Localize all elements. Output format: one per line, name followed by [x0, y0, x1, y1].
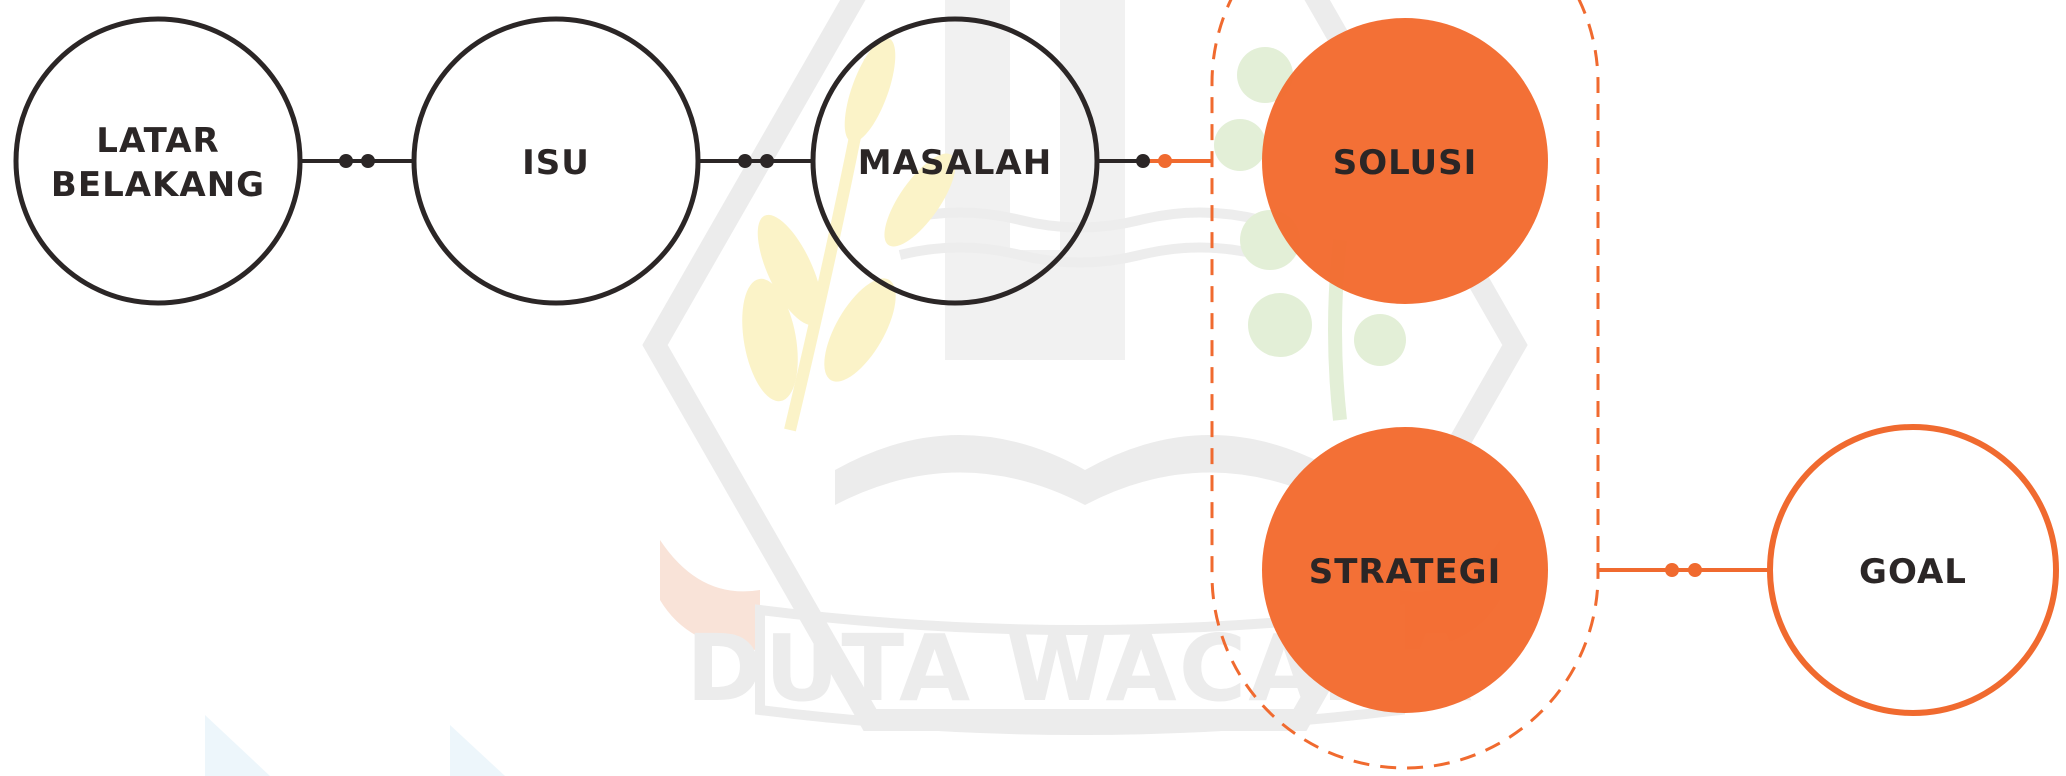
connector-masalah-solusi	[1099, 154, 1212, 168]
connector-strategi-goal	[1598, 563, 1770, 577]
connector-dot	[361, 154, 375, 168]
connector-isu-masalah	[700, 154, 812, 168]
node-masalah-label: MASALAH	[858, 143, 1052, 183]
node-latar-belakang: LATAR BELAKANG	[13, 16, 303, 306]
watermark-left-branch	[742, 37, 956, 432]
node-latar-belakang-label-line2: BELAKANG	[51, 165, 265, 205]
node-isu-label: ISU	[522, 143, 590, 183]
watermark-bottom-shapes	[205, 715, 505, 776]
watermark-emblem: DUTA WACANA	[205, 0, 1528, 776]
connector-dot	[1688, 563, 1702, 577]
node-masalah: MASALAH	[810, 16, 1100, 306]
node-latar-belakang-label-line1: LATAR	[96, 121, 219, 161]
watermark-pillar-gap	[1010, 0, 1060, 250]
node-solusi-label: SOLUSI	[1333, 143, 1478, 183]
node-strategi-label: STRATEGI	[1309, 552, 1502, 592]
solution-group-outline	[1210, 0, 1600, 770]
node-goal: GOAL	[1767, 424, 2059, 716]
connector-dot	[760, 154, 774, 168]
connector-dot	[738, 154, 752, 168]
node-strategi: STRATEGI	[1262, 427, 1548, 713]
node-goal-label: GOAL	[1859, 552, 1967, 592]
connector-dot	[1665, 563, 1679, 577]
connector-dot	[1158, 154, 1172, 168]
connector-dot	[339, 154, 353, 168]
connector-dot	[1136, 154, 1150, 168]
watermark-book	[835, 435, 1335, 505]
connector-latar-isu	[302, 154, 413, 168]
node-isu: ISU	[411, 16, 701, 306]
node-solusi: SOLUSI	[1262, 18, 1548, 304]
